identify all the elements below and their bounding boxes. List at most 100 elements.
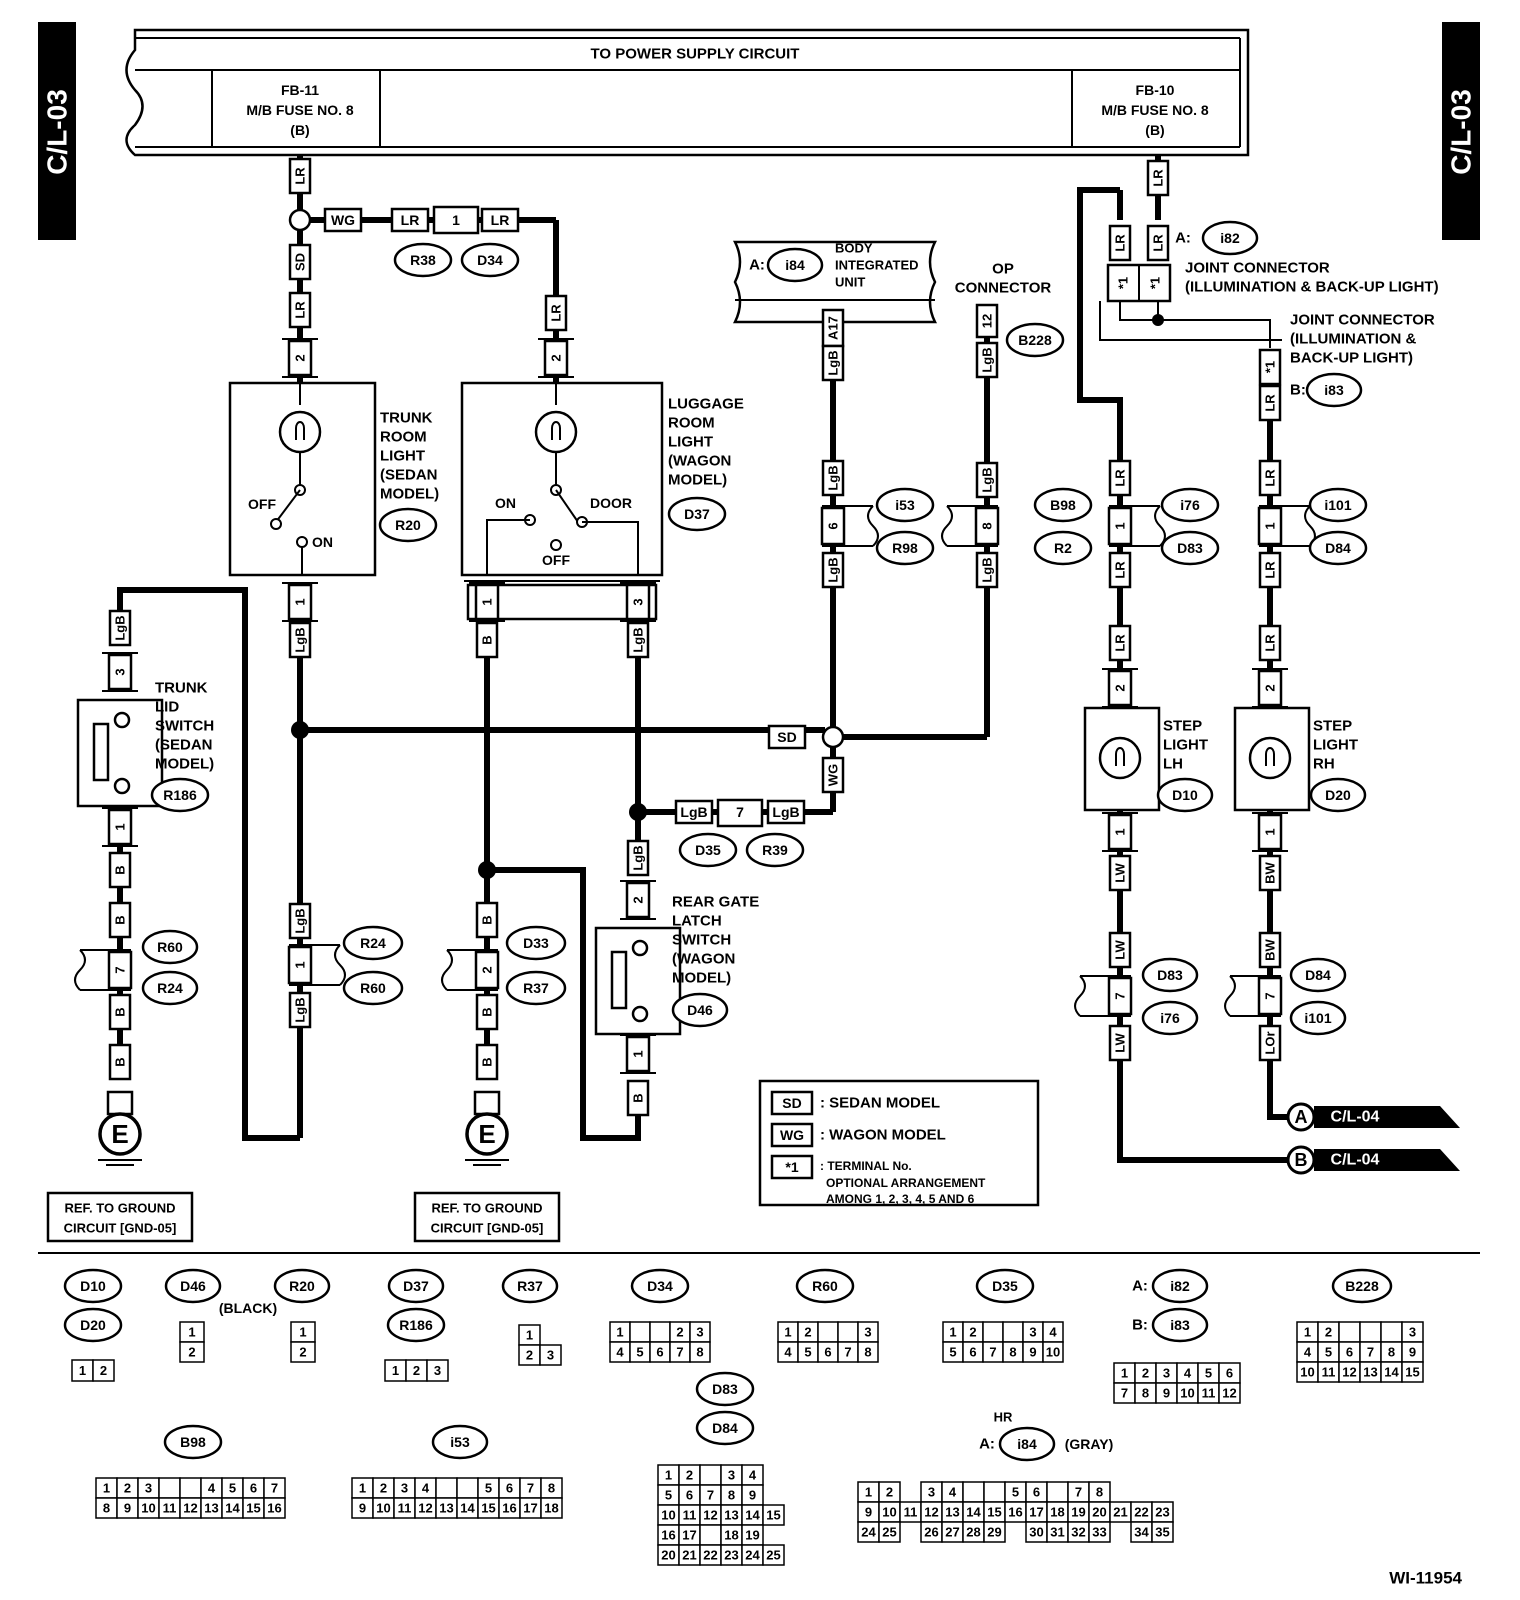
pin-cell [699, 1524, 722, 1546]
connector-tag [505, 925, 567, 961]
wire-color-tag [390, 207, 430, 233]
pin-cell [629, 1321, 651, 1343]
switch-label-on: ON [495, 495, 516, 511]
pin-number: 1 [631, 1050, 646, 1057]
pin-label: 9 [865, 1505, 872, 1520]
pin-cell [762, 1504, 785, 1526]
pin-label: 11 [163, 1501, 177, 1516]
connector-face: 12 [179, 1321, 205, 1363]
pin-box [1257, 669, 1283, 707]
fuse-label: FB-11 [281, 82, 319, 98]
connector-tag [1305, 372, 1363, 408]
connector-id: R20 [395, 517, 421, 533]
pin-number: 1 [1263, 522, 1278, 529]
trunk-lid-label: MODEL) [155, 756, 214, 773]
pin-box [287, 945, 313, 985]
connector-id: D10 [1172, 787, 1198, 803]
pin-label: 4 [208, 1481, 216, 1496]
legend-text: AMONG 1, 2, 3, 4, 5 AND 6 [826, 1192, 975, 1206]
offpage-letter: B [1295, 1150, 1308, 1170]
pin-cell [1380, 1321, 1403, 1343]
pin-label: 13 [1363, 1365, 1377, 1380]
connector-break [74, 949, 86, 991]
pin-label: 8 [728, 1488, 735, 1503]
pin-cell [983, 1481, 1006, 1503]
wire-color-tag [108, 993, 132, 1031]
connector-tag [141, 970, 199, 1006]
pin-label: 20 [661, 1548, 675, 1563]
pin-cell [1359, 1321, 1382, 1343]
trunk-light-label: TRUNK [380, 410, 433, 427]
wire-color-tag [821, 551, 845, 589]
pin-label: 18 [544, 1501, 558, 1516]
pin-label: 3 [728, 1468, 735, 1483]
wire-color-tag [1258, 459, 1282, 497]
pin-label: 33 [1092, 1525, 1106, 1540]
figure-id: WI-11954 [1389, 1569, 1462, 1588]
pin-cell [962, 1481, 985, 1503]
pin-cell [983, 1521, 1006, 1543]
connector-tag [766, 247, 824, 283]
pin-number: 3 [113, 668, 128, 675]
pin-label: 12 [924, 1505, 938, 1520]
wire-color-code: LR [1113, 469, 1128, 487]
wire-color-tag [626, 1079, 650, 1117]
connector-tag [1309, 777, 1367, 813]
legend-code-box [770, 1122, 814, 1148]
joint-connector-label: (ILLUMINATION & [1290, 331, 1417, 348]
pin-label: 25 [882, 1525, 896, 1540]
pin-number: *1 [1148, 277, 1163, 289]
ground-icon [465, 1112, 509, 1156]
pin-number: 2 [631, 896, 646, 903]
wire [487, 867, 641, 1141]
connector-id: R24 [360, 935, 386, 951]
wire-color-code: LgB [826, 350, 841, 375]
connector-tag [273, 1268, 331, 1304]
connector-id: D20 [1325, 787, 1351, 803]
pin-label: 16 [267, 1501, 281, 1516]
connector-id: D20 [80, 1317, 106, 1333]
bulb-filament [551, 421, 561, 440]
connector-tag [678, 832, 738, 868]
wire-color-code: LgB [980, 557, 995, 582]
ground-lug [473, 1090, 501, 1116]
pin-box [287, 339, 313, 377]
pin-label: 5 [636, 1345, 643, 1360]
pin-label: 4 [784, 1345, 792, 1360]
wire-color-tag [475, 1043, 499, 1081]
pin-label: 2 [1142, 1366, 1149, 1381]
pin-label: 2 [299, 1345, 306, 1360]
wire-color-code: BW [1263, 861, 1278, 883]
pin-cell [982, 1321, 1004, 1343]
connector-face: 12 [290, 1321, 316, 1363]
pin-label: 4 [422, 1481, 430, 1496]
wire-color-code: LR [1113, 234, 1128, 252]
switch-plunger [610, 950, 628, 1010]
pin-cell [540, 1497, 563, 1519]
prefix-b: B: [1132, 1317, 1148, 1334]
pin-label: 2 [526, 1348, 533, 1363]
wire-color-tag [1258, 384, 1282, 422]
switch-plunger [92, 722, 110, 782]
pin-cell [435, 1477, 458, 1499]
pin-box [625, 583, 651, 621]
pin-cell [1218, 1382, 1241, 1404]
wire-color-code: LOr [1263, 1031, 1278, 1054]
pin-label: 18 [724, 1528, 738, 1543]
wire-color-code: LR [491, 212, 510, 228]
pin-label: 7 [527, 1481, 534, 1496]
connector-id: i76 [1180, 497, 1200, 513]
connector-tag [1005, 322, 1065, 358]
body-unit-label: UNIT [835, 275, 865, 290]
connector-id: i53 [895, 497, 915, 513]
legend-code-box [770, 1090, 814, 1116]
ground-lug [106, 1090, 134, 1116]
connector-id: B228 [1345, 1278, 1379, 1294]
wire-color-tag [1108, 1024, 1132, 1062]
pin-label: 25 [766, 1548, 780, 1563]
pin-cell [762, 1544, 785, 1566]
pin-label: 24 [861, 1525, 876, 1540]
wire-color-code: SD [293, 253, 308, 271]
connector-tag [342, 925, 404, 961]
